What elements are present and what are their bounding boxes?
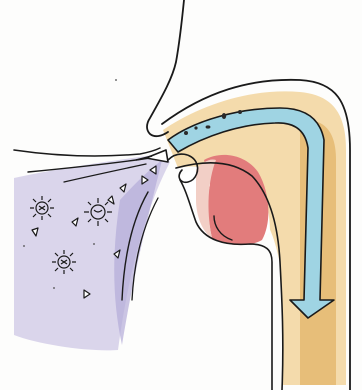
germ-icon <box>30 196 54 220</box>
germ-icon <box>52 250 76 274</box>
air-line-1 <box>14 148 160 156</box>
germ-icon <box>84 198 112 226</box>
face-profile <box>147 0 184 136</box>
